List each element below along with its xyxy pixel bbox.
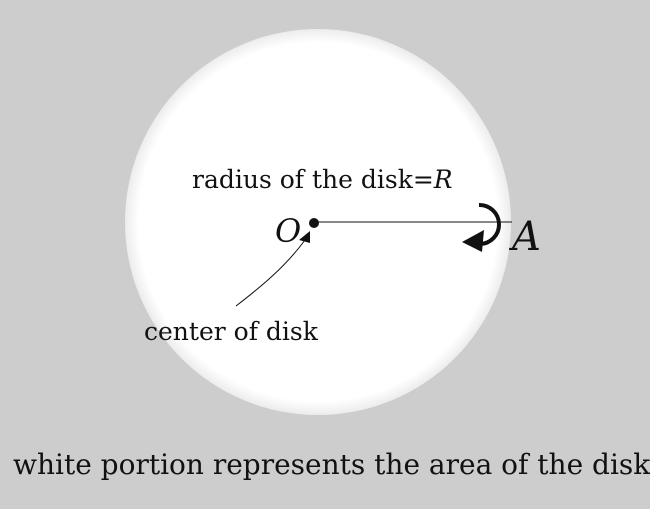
center-point [309,218,319,228]
radius-label-text: radius of the disk= [192,165,434,194]
center-pointer-arrowhead [299,231,310,243]
center-pointer-line [235,239,306,307]
caption: white portion represents the area of the… [13,448,650,481]
rotation-arrow-icon [462,202,501,252]
radius-symbol: R [433,165,453,194]
point-symbol: A [508,214,541,260]
center-annotation: center of disk [144,317,319,346]
radius-label: radius of the disk=R [192,165,453,194]
center-symbol: O [275,212,301,250]
